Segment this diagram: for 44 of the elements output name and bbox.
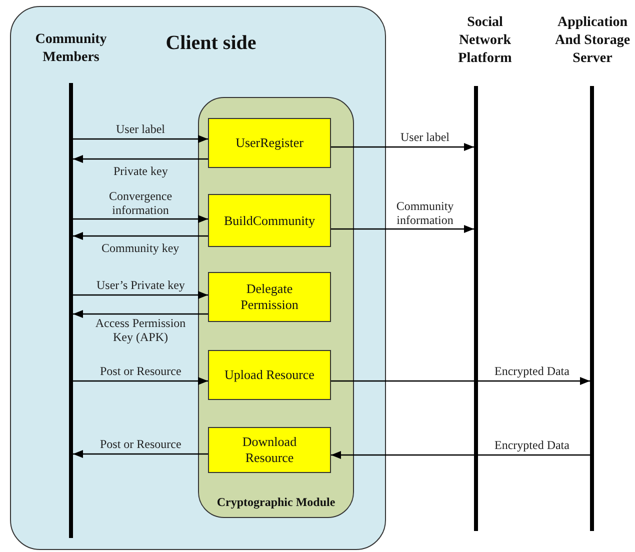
arrow xyxy=(73,310,208,318)
arrow xyxy=(73,291,208,299)
lifeline-heading: Community Members xyxy=(34,31,108,67)
edge-label: Private key xyxy=(114,164,168,178)
box-label: Download Resource xyxy=(241,434,298,466)
module-panel xyxy=(198,97,354,518)
lifeline-heading: Application And Storage Server xyxy=(554,14,632,68)
edge-label: Community key xyxy=(102,241,180,255)
arrow xyxy=(73,135,208,143)
process-box xyxy=(208,427,331,473)
panel-title: Client side xyxy=(164,31,258,55)
process-box xyxy=(208,350,331,400)
arrow xyxy=(73,155,208,163)
module-title: Cryptographic Module xyxy=(216,494,336,511)
client-side-panel xyxy=(10,6,386,550)
arrow xyxy=(73,232,208,240)
edge-label: Community information xyxy=(395,199,455,227)
edge-label: User label xyxy=(116,122,165,136)
lifeline-heading: Social Network Platform xyxy=(457,14,513,68)
arrow xyxy=(73,450,208,458)
edge-label: Post or Resource xyxy=(100,437,182,451)
edge-label: Encrypted Data xyxy=(494,438,570,452)
arrow xyxy=(73,215,208,223)
lifeline xyxy=(590,86,594,531)
edge-label: Access Permission Key (APK) xyxy=(94,316,187,344)
lifeline xyxy=(69,83,73,538)
edge-label: User label xyxy=(400,130,450,144)
arrow xyxy=(331,377,590,385)
process-box xyxy=(208,272,331,322)
lifeline xyxy=(474,86,478,531)
edge-label: Post or Resource xyxy=(100,364,182,378)
arrow xyxy=(331,225,474,233)
edge-label: Encrypted Data xyxy=(494,364,570,378)
process-box xyxy=(208,118,331,168)
box-label: BuildCommunity xyxy=(224,212,315,228)
arrow xyxy=(331,451,590,459)
process-box xyxy=(208,194,331,247)
arrow xyxy=(73,377,208,385)
edge-label: User’s Private key xyxy=(96,278,185,292)
box-label: Upload Resource xyxy=(224,367,314,383)
arrow xyxy=(331,143,474,151)
box-label: Delegate Permission xyxy=(240,281,300,313)
edge-label: Convergence information xyxy=(108,189,174,217)
box-label: UserRegister xyxy=(236,135,304,151)
